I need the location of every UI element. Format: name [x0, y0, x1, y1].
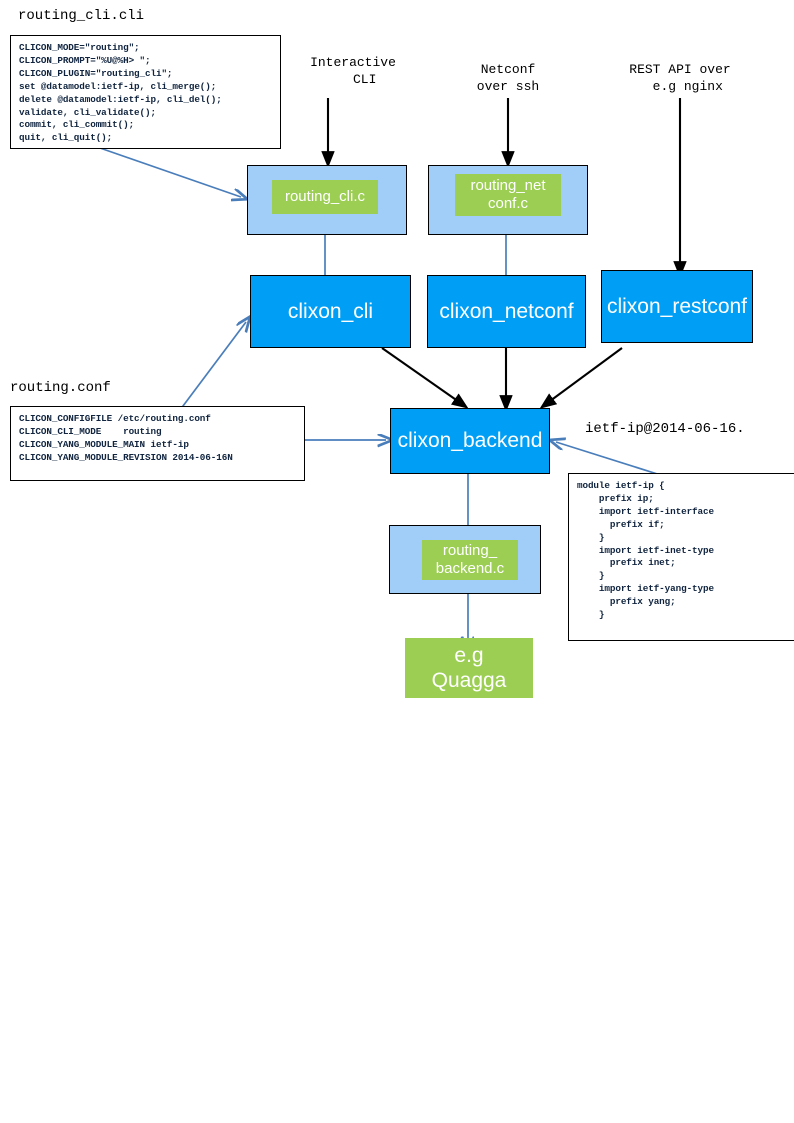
code-routing-conf: CLICON_CONFIGFILE /etc/routing.conf CLIC…: [19, 413, 233, 463]
arrow-cli-file-to-routing-cli: [99, 147, 241, 197]
code-box-ietf-ip-yang: module ietf-ip { prefix ip; import ietf-…: [568, 473, 794, 641]
node-clixon-backend[interactable]: clixon_backend: [390, 408, 550, 474]
node-clixon-netconf[interactable]: clixon_netconf: [427, 275, 586, 348]
node-clixon-cli-label: clixon_cli: [287, 299, 374, 323]
caption-ietf-ip-yang: ietf-ip@2014-06-16.: [585, 421, 745, 437]
caption-routing-cli-cli: routing_cli.cli: [18, 8, 145, 24]
caption-routing-conf: routing.conf: [10, 380, 111, 396]
node-routing-netconf-c[interactable]: routing_net conf.c: [455, 174, 561, 216]
node-routing-cli-c-label: routing_cli.c: [284, 188, 366, 205]
node-quagga[interactable]: e.g Quagga: [405, 638, 533, 698]
node-clixon-restconf[interactable]: clixon_restconf: [601, 270, 753, 343]
arrow-clixon-cli-to-backend: [381, 347, 469, 409]
node-clixon-netconf-label: clixon_netconf: [439, 299, 574, 323]
code-box-routing-cli-cli: CLICON_MODE="routing"; CLICON_PROMPT="%U…: [10, 35, 281, 149]
node-clixon-restconf-label: clixon_restconf: [606, 294, 748, 318]
code-ietf-ip-yang: module ietf-ip { prefix ip; import ietf-…: [577, 480, 714, 621]
node-clixon-cli[interactable]: clixon_cli: [250, 275, 411, 348]
code-routing-cli-cli: CLICON_MODE="routing"; CLICON_PROMPT="%U…: [19, 42, 222, 144]
label-netconf-over-ssh: Netconf over ssh: [476, 62, 540, 94]
arrow-clixon-restconf-to-backend: [539, 347, 623, 409]
code-box-routing-conf: CLICON_CONFIGFILE /etc/routing.conf CLIC…: [10, 406, 305, 481]
node-clixon-backend-label: clixon_backend: [397, 429, 543, 452]
node-routing-backend-c[interactable]: routing_ backend.c: [422, 540, 518, 580]
node-quagga-label: e.g Quagga: [431, 644, 507, 692]
node-routing-cli-c[interactable]: routing_cli.c: [272, 180, 378, 214]
node-routing-netconf-c-label: routing_net conf.c: [470, 177, 546, 212]
label-interactive-cli: Interactive CLI: [310, 55, 396, 87]
label-rest-api: REST API over e.g nginx: [629, 62, 731, 94]
node-routing-backend-c-label: routing_ backend.c: [435, 542, 505, 577]
